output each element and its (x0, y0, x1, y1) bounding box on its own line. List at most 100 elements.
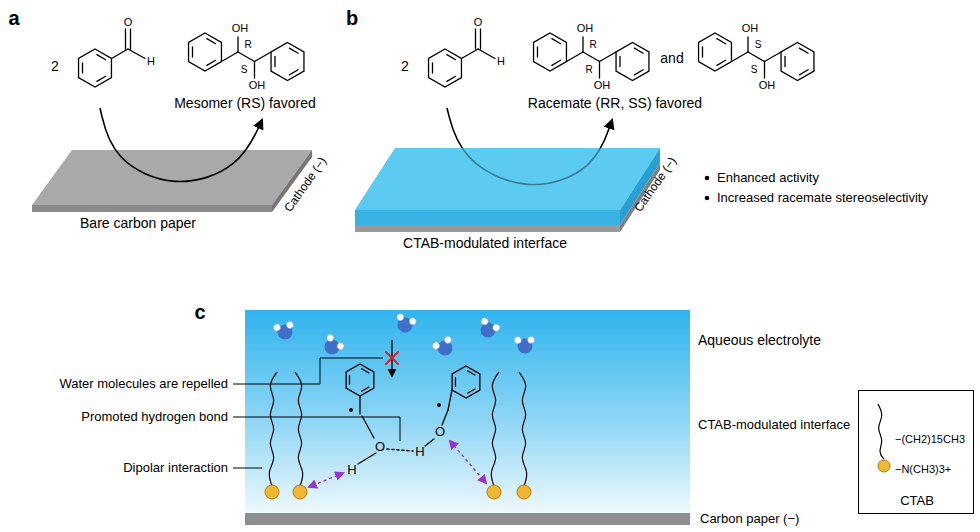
label-text: OH (232, 22, 249, 34)
label-text: S (755, 39, 762, 50)
ring-double-bond (468, 389, 475, 393)
node-text: Bare carbon paper (80, 215, 196, 231)
node-text: Carbon paper (−) (700, 511, 799, 526)
radical-dot (437, 403, 441, 407)
node-text: CTAB (900, 493, 934, 508)
ring-double-bond (619, 56, 620, 66)
bond-line (448, 390, 452, 410)
label-holder: b (346, 7, 358, 30)
bond-line (764, 62, 765, 79)
ring-double-bond (537, 47, 538, 57)
bond-line (732, 52, 749, 62)
benzene-ring (79, 49, 112, 87)
label-holder: R (589, 39, 596, 51)
leader-line (233, 468, 262, 469)
bond-line (478, 49, 495, 59)
cathode-slab: Bare carbon paperCathode (−) (30, 145, 320, 235)
label-text: OH (742, 22, 759, 34)
radical-dot (349, 408, 353, 412)
label-text: H (497, 55, 505, 67)
label-holder: Increased racemate stereoselectivity (717, 191, 928, 206)
label-text: OH (759, 79, 776, 91)
label-holder: S (241, 64, 248, 76)
label-holder: H (415, 445, 424, 460)
alkyl-chain (519, 372, 527, 486)
label-text: Promoted hydrogen bond (81, 409, 228, 424)
slab-face (355, 210, 620, 225)
alkyl-chain (491, 372, 499, 486)
leader-line (233, 417, 400, 441)
benzene-ring (429, 49, 462, 87)
ring-double-bond (455, 378, 456, 387)
bond-line (583, 52, 600, 62)
label-holder: O (435, 425, 445, 440)
alkyl-chain (295, 372, 303, 486)
node-text: Aqueous electrolyte (698, 332, 821, 348)
ring-double-bond (702, 47, 703, 57)
water-molecule (431, 334, 457, 360)
label-text: 2 (51, 58, 59, 74)
bond-line (237, 37, 238, 52)
label-holder: OH (742, 22, 759, 35)
benzene-ring (346, 364, 374, 396)
bond-line (582, 37, 583, 52)
bond-line (462, 49, 479, 59)
label-holder: OH (594, 79, 611, 92)
drawing (79, 29, 890, 499)
leader-line (233, 358, 383, 384)
bond-line (425, 439, 434, 446)
bond-line (748, 52, 765, 62)
label-holder: S (755, 39, 762, 51)
ring-double-bond (274, 56, 275, 66)
node-text: CTAB-modulated interface (698, 417, 850, 432)
label-text: O (474, 16, 483, 28)
label-text: Mesomer (RS) favored (174, 95, 316, 111)
text-holder: −(CH2)15CH3 (895, 433, 965, 446)
repel-cross (386, 352, 398, 364)
ring-double-bond (717, 39, 726, 44)
label-holder: Promoted hydrogen bond (81, 410, 228, 425)
hydrogen-atom (492, 323, 501, 332)
ring-double-bond (349, 376, 350, 385)
bond-line (255, 52, 272, 62)
label-holder: H (497, 55, 505, 68)
bond-line (128, 49, 145, 59)
bullet-dot (705, 176, 710, 181)
benzene-ring (271, 43, 304, 81)
water-molecule (320, 333, 346, 358)
label-holder: H (347, 463, 356, 478)
label-holder: OH (577, 22, 594, 35)
ring-double-bond (82, 63, 83, 73)
label-text: Racemate (RR, SS) favored (528, 95, 702, 111)
ring-double-bond (362, 387, 369, 391)
hydrogen-atom (326, 333, 335, 342)
benzene-ring (699, 33, 732, 71)
ring-double-bond (97, 55, 106, 60)
bond-line (747, 37, 748, 52)
hydrogen-atom (514, 336, 522, 344)
text-holder: Carbon paper (−) (700, 512, 799, 527)
panel-letter: a (8, 7, 19, 29)
dipolar-arrow (450, 441, 486, 483)
ring-double-bond (362, 369, 369, 373)
label-holder: Water molecules are repelled (59, 377, 228, 392)
label-text: Dipolar interaction (123, 460, 228, 475)
panel-letter: c (194, 301, 205, 323)
label-holder: a (8, 7, 19, 30)
bond-line (442, 410, 448, 425)
label-text: OH (577, 22, 594, 34)
slab-face (355, 225, 620, 232)
benzene-ring (781, 43, 814, 81)
label-text: Enhanced activity (717, 170, 819, 185)
bond-line (599, 62, 600, 79)
ring-double-bond (552, 39, 561, 44)
slab-face (32, 205, 272, 212)
hydrogen-atom (286, 321, 295, 330)
label-holder: Enhanced activity (717, 171, 819, 186)
bond-line (359, 396, 360, 414)
label-text: O (435, 424, 445, 439)
label-holder: O (474, 16, 483, 29)
text-holder: CTAB (900, 494, 934, 509)
water-molecule (394, 313, 417, 334)
